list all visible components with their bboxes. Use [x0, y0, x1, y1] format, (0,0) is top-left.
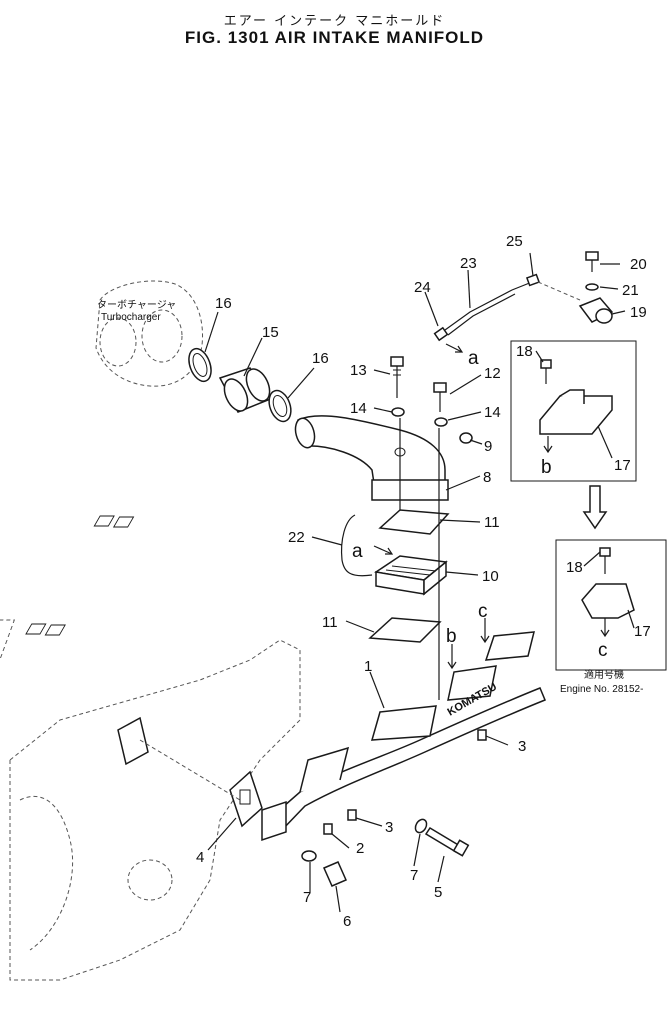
callout-13: 13 [350, 362, 367, 379]
detail-arrow [582, 485, 608, 530]
callout-3-right: 3 [518, 738, 526, 755]
washer-7-right [414, 818, 428, 834]
hose-assembly-23 [433, 273, 541, 342]
intake-manifold [261, 631, 546, 842]
gasket-route-line [139, 739, 241, 801]
turbocharger-label-jp: ターボチャージャ [97, 299, 176, 311]
callout-8: 8 [483, 469, 491, 486]
engine-block-outline [0, 619, 301, 981]
bolt-6 [323, 861, 347, 887]
callout-21: 21 [622, 282, 639, 299]
bolt-13 [390, 356, 404, 398]
callout-17-upper: 17 [614, 457, 631, 474]
callout-18-upper: 18 [516, 343, 533, 360]
manifold-gasket-4b [117, 716, 149, 766]
callout-17-lower: 17 [634, 623, 651, 640]
callout-14-right: 14 [484, 404, 501, 421]
callout-12: 12 [484, 365, 501, 382]
callout-3-lower: 3 [385, 819, 393, 836]
pressure-switch [578, 297, 614, 324]
bracket-lower [581, 583, 635, 619]
figure-title-japanese: エアー インテーク マニホールド [223, 14, 446, 29]
hose-clamp-left [188, 347, 212, 383]
callout-25: 25 [506, 233, 523, 250]
plug-3-right [477, 729, 487, 741]
plug-9 [459, 432, 473, 444]
connector-arrows [373, 343, 610, 670]
manifold-gasket-4 [229, 770, 263, 828]
callout-22: 22 [288, 529, 305, 546]
connector-b-detail: b [541, 457, 552, 478]
callout-11-upper: 11 [484, 514, 500, 531]
gasket-lower [25, 617, 442, 643]
connector-a-upper: a [468, 348, 479, 369]
bracket-upper [539, 389, 613, 435]
callout-24: 24 [414, 279, 431, 296]
callout-15: 15 [262, 324, 279, 341]
washer-7-left [301, 850, 317, 862]
callout-9: 9 [484, 438, 492, 455]
bracket-detail-frame [510, 340, 637, 482]
washer-21 [585, 283, 599, 291]
gasket-upper [93, 509, 450, 535]
callout-10: 10 [482, 568, 499, 585]
engine-number: Engine No. 28152- [560, 684, 643, 695]
callout-23: 23 [460, 255, 477, 272]
callout-11-lower: 11 [322, 614, 338, 631]
bolt-12 [433, 382, 447, 412]
bolt-20 [585, 251, 599, 272]
callout-7-left: 7 [303, 889, 311, 906]
connector-a-lower: a [352, 541, 363, 562]
turbocharger-label: Turbocharger [101, 312, 161, 323]
hose-route-line [537, 281, 581, 301]
figure-title: FIG. 1301 AIR INTAKE MANIFOLD [184, 28, 485, 47]
connector-c-detail: c [598, 640, 608, 661]
bolt-18-upper [540, 359, 552, 384]
callout-1: 1 [364, 658, 372, 675]
connector-b-manifold: b [446, 626, 457, 647]
callout-2: 2 [356, 840, 364, 857]
callout-20: 20 [630, 256, 647, 273]
callout-16-right: 16 [312, 350, 329, 367]
plug-3-lower [347, 809, 357, 821]
intake-elbow [294, 415, 449, 501]
bolt-5 [424, 826, 470, 857]
heater-wire [340, 514, 373, 577]
bolt-18-lower [599, 547, 611, 574]
connection-hose [218, 367, 271, 413]
turbocharger-outline [95, 280, 204, 387]
callout-18-lower: 18 [566, 559, 583, 576]
plug-2 [323, 823, 333, 835]
washer-14-right [434, 417, 448, 427]
applicable-note-jp: 適用号機 [584, 668, 624, 681]
leader-lines [204, 252, 635, 913]
washer-14-left [391, 407, 405, 417]
hose-clamp-right [268, 389, 292, 423]
callout-14-left: 14 [350, 400, 367, 417]
callout-4: 4 [196, 849, 204, 866]
callout-19: 19 [630, 304, 647, 321]
callout-6: 6 [343, 913, 351, 930]
callout-16-left: 16 [215, 295, 232, 312]
callout-5: 5 [434, 884, 442, 901]
intake-heater [374, 555, 448, 596]
callout-7-right: 7 [410, 867, 418, 884]
bracket-detail-frame-2 [555, 539, 667, 671]
connector-c-manifold: c [478, 601, 488, 622]
